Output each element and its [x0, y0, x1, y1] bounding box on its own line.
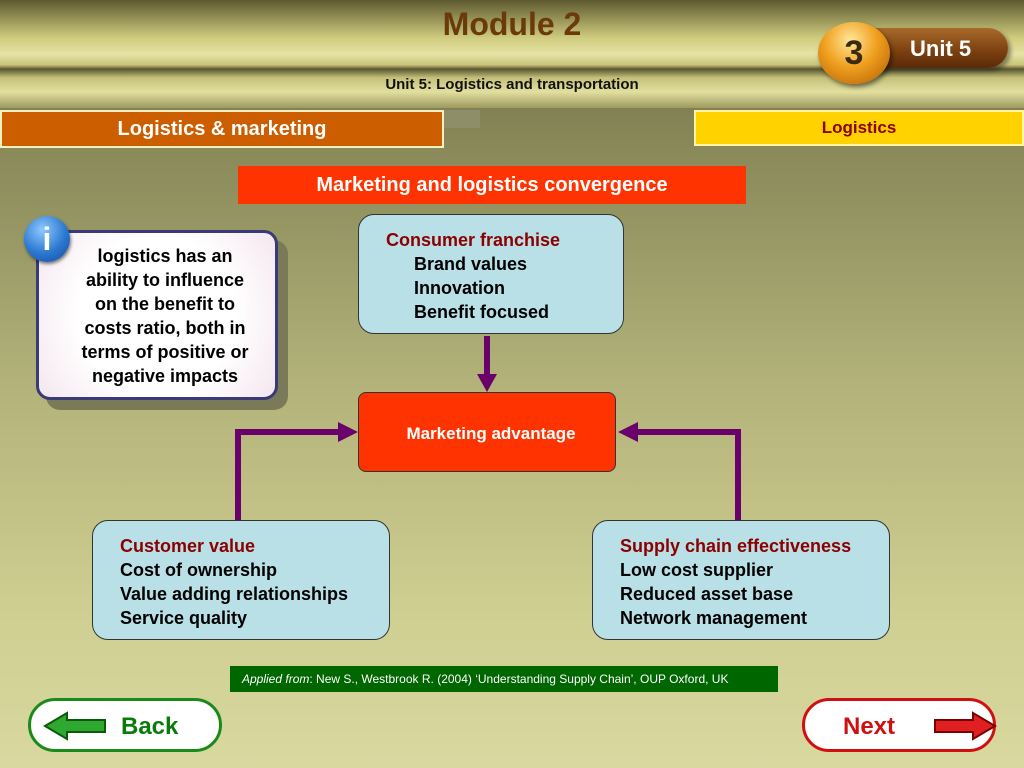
box-heading: Consumer franchise [386, 230, 561, 250]
box-heading: Customer value [120, 536, 256, 556]
arrowhead-right [338, 422, 358, 442]
arrowhead-down [477, 374, 497, 392]
box-item: Innovation [414, 278, 505, 298]
citation: Applied from: New S., Westbrook R. (2004… [230, 666, 778, 692]
info-line: logistics has an [97, 246, 233, 266]
citation-text: : New S., Westbrook R. (2004) ‘Understan… [309, 672, 729, 686]
consumer-franchise-content: Consumer franchise Brand values Innovati… [386, 228, 560, 324]
module-title: Module 2 [442, 6, 582, 42]
box-item: Value adding relationships [120, 584, 349, 604]
box-item: Service quality [120, 608, 248, 628]
box-item: Cost of ownership [120, 560, 277, 580]
unit-badge: Unit 5 3 [818, 22, 1014, 84]
marketing-advantage-box [358, 392, 616, 472]
info-line: negative impacts [91, 366, 239, 386]
info-text: logistics has an ability to influence on… [56, 244, 274, 388]
customer-value-content: Customer value Cost of ownership Value a… [120, 534, 348, 630]
box-item: Brand values [414, 254, 528, 274]
next-button[interactable]: Next [802, 698, 997, 752]
unit-label: Unit 5 [910, 36, 972, 61]
info-line: on the benefit to [95, 294, 235, 314]
customer-value-box [92, 520, 390, 640]
arrow-right-to-center [636, 429, 741, 520]
box-heading: Supply chain effectiveness [620, 536, 852, 556]
arrow-left-icon [43, 711, 106, 741]
citation-prefix: Applied from [242, 672, 310, 686]
info-line: terms of positive or [81, 342, 249, 362]
supply-chain-box [592, 520, 890, 640]
info-line: costs ratio, both in [84, 318, 246, 338]
info-icon[interactable]: i [24, 216, 70, 262]
box-item: Low cost supplier [620, 560, 774, 580]
back-button[interactable]: Back [28, 698, 222, 752]
section-title: Marketing and logistics convergence [238, 166, 746, 204]
arrow-right-icon [934, 711, 997, 741]
info-box [36, 230, 278, 400]
unit-number-circle: 3 [818, 22, 890, 84]
box-item: Benefit focused [414, 302, 550, 322]
unit-subtitle: Unit 5: Logistics and transportation [385, 76, 639, 93]
arrow-left-to-center [235, 429, 340, 520]
topic-bar-logistics: Logistics [694, 110, 1024, 146]
arrowhead-left [618, 422, 638, 442]
next-label: Next [843, 713, 896, 740]
info-line: ability to influence [85, 270, 245, 290]
bar-fold-shadow [444, 110, 480, 128]
box-item: Network management [620, 608, 808, 628]
box-item: Reduced asset base [620, 584, 794, 604]
supply-chain-content: Supply chain effectiveness Low cost supp… [620, 534, 851, 630]
marketing-advantage-label: Marketing advantage [406, 424, 576, 443]
consumer-franchise-box [358, 214, 624, 334]
back-label: Back [121, 713, 179, 740]
topic-bar-logistics-marketing: Logistics & marketing [0, 110, 444, 148]
